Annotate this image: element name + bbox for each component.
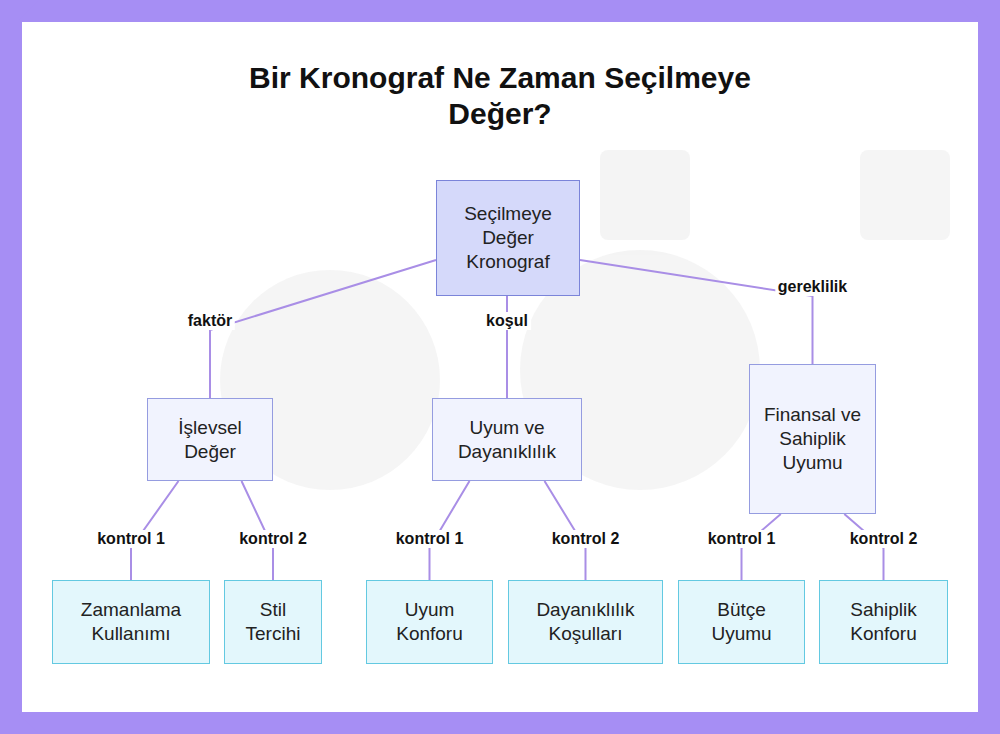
root-box: Seçilmeye Değer Kronograf [436,180,580,296]
edge-label: kontrol 2 [847,530,921,548]
check-box: Uyum Konforu [366,580,493,664]
node-text: Uyum ve Dayanıklılık [441,416,573,464]
node-text: İşlevsel Değer [156,416,264,464]
node-text: Seçilmeye Değer Kronograf [445,202,571,274]
edge-label: kontrol 2 [236,530,310,548]
diagram-title: Bir Kronograf Ne Zaman Seçilmeye Değer? [200,60,800,132]
edge-label: koşul [483,312,531,330]
node-text: Uyum Konforu [375,598,484,646]
connector-line [580,260,813,364]
check-box: Dayanıklılık Koşulları [508,580,663,664]
edge-label: kontrol 2 [549,530,623,548]
check-box: Stil Tercihi [224,580,322,664]
edge-label: gereklilik [775,278,850,296]
node-text: Sahiplik Konforu [828,598,939,646]
node-text: Stil Tercihi [233,598,313,646]
node-text: Dayanıklılık Koşulları [517,598,654,646]
node-text: Finansal ve Sahiplik Uyumu [758,403,867,475]
check-box: Bütçe Uyumu [678,580,805,664]
category-box: İşlevsel Değer [147,398,273,481]
node-text: Bütçe Uyumu [687,598,796,646]
category-box: Uyum ve Dayanıklılık [432,398,582,481]
edge-label: kontrol 1 [393,530,467,548]
check-box: Sahiplik Konforu [819,580,948,664]
connector-line [210,260,436,398]
edge-label: kontrol 1 [94,530,168,548]
check-box: Zamanlama Kullanımı [52,580,210,664]
category-box: Finansal ve Sahiplik Uyumu [749,364,876,514]
edge-label: faktör [185,312,235,330]
edge-label: kontrol 1 [705,530,779,548]
node-text: Zamanlama Kullanımı [61,598,201,646]
